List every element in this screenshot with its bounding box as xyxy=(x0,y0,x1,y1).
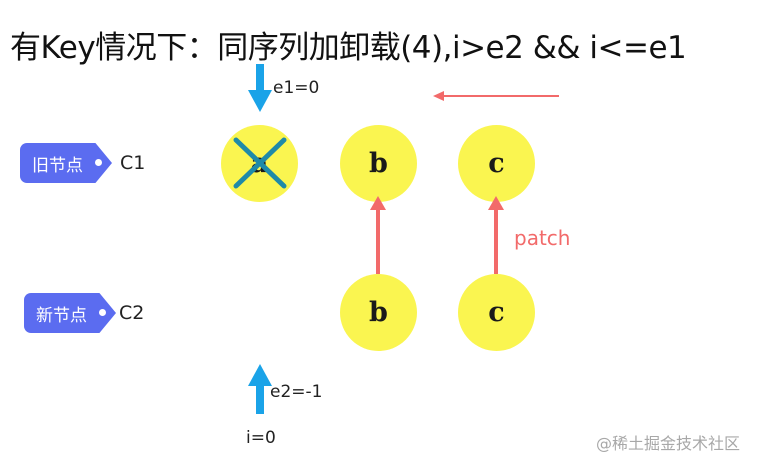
old-nodes-tag-label: 旧节点 xyxy=(32,155,83,176)
watermark: @稀土掘金技术社区 xyxy=(596,434,741,453)
new-node-b: b xyxy=(340,274,417,351)
old-node-b: b xyxy=(340,125,417,202)
e1-pointer-label: e1=0 xyxy=(273,78,320,98)
new-nodes-tag-label: 新节点 xyxy=(36,305,87,326)
tag-dot-icon xyxy=(95,159,102,166)
i-pointer-label: i=0 xyxy=(246,428,276,448)
remove-cross-icon xyxy=(233,137,287,189)
e2-pointer-label: e2=-1 xyxy=(270,382,323,402)
direction-arrow-icon xyxy=(433,91,559,101)
new-nodes-tag: 新节点 xyxy=(24,293,116,333)
patch-label: patch xyxy=(514,226,571,250)
tag-dot-icon xyxy=(99,309,106,316)
old-nodes-ref: C1 xyxy=(120,152,146,174)
patch-arrow-c-icon xyxy=(488,196,504,274)
e1-pointer-arrow-icon xyxy=(248,64,272,112)
old-node-c: c xyxy=(458,125,535,202)
e2-pointer-arrow-icon xyxy=(248,364,272,414)
old-nodes-tag: 旧节点 xyxy=(20,143,112,183)
page-title: 有Key情况下：同序列加卸载(4),i>e2 && i<=e1 xyxy=(10,30,687,66)
patch-arrow-b-icon xyxy=(370,196,386,274)
new-node-c: c xyxy=(458,274,535,351)
new-nodes-ref: C2 xyxy=(119,302,145,324)
